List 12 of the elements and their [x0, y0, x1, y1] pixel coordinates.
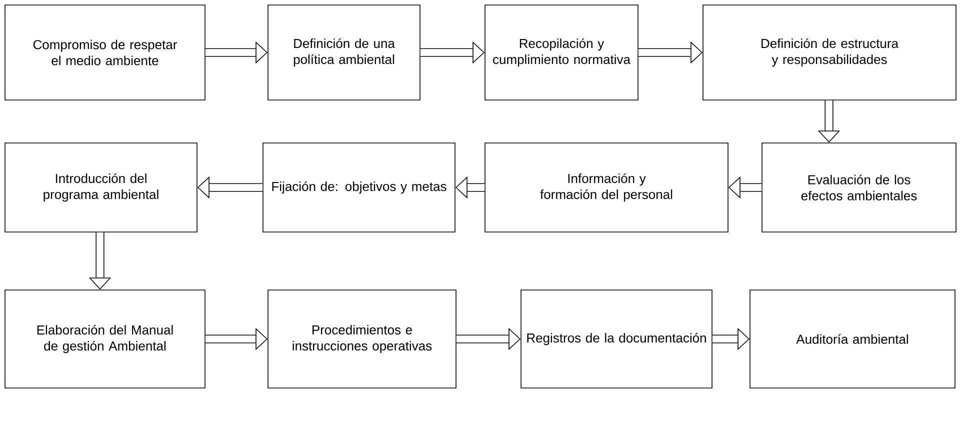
process-box: Registros de la documentación: [520, 290, 712, 388]
process-box: Procedimientos e instrucciones operativas: [268, 290, 456, 388]
process-box: Elaboración del Manual de gestión Ambiental: [4, 290, 206, 388]
process-box: Compromiso de respetar el medio ambiente: [4, 4, 206, 100]
process-box: Fijación de: objetivos y metas: [262, 142, 456, 232]
process-box: Introducción del programa ambiental: [4, 142, 198, 232]
process-box: Recopilación y cumplimiento normativa: [484, 4, 638, 100]
process-box: Auditoría ambiental: [750, 290, 956, 388]
process-box: Información y formación del personal: [484, 142, 728, 232]
process-box: Definición de estructura y responsabilidades: [702, 4, 956, 100]
process-box: Definición de una política ambiental: [268, 4, 420, 100]
process-box: Evaluación de los efectos ambientales: [762, 142, 956, 232]
